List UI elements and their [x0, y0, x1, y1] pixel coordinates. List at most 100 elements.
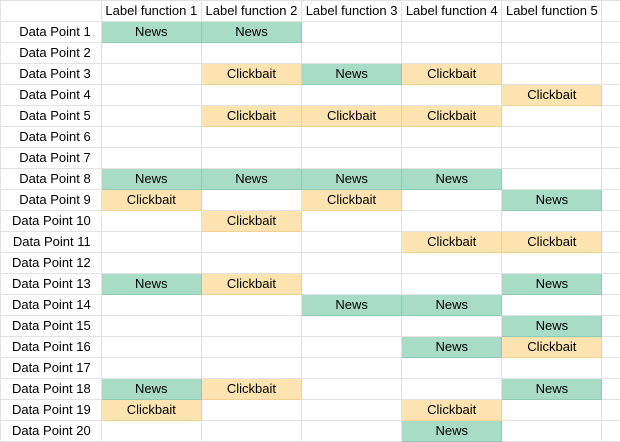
label-cell-news[interactable]: News — [101, 379, 201, 400]
empty-cell[interactable] — [602, 190, 620, 211]
label-cell-news[interactable]: News — [201, 22, 301, 43]
empty-cell[interactable] — [101, 43, 201, 64]
empty-cell[interactable] — [402, 22, 502, 43]
empty-cell[interactable] — [302, 421, 402, 442]
row-label-cell[interactable]: Data Point 8 — [1, 169, 102, 190]
empty-cell[interactable] — [101, 421, 201, 442]
label-cell-news[interactable]: News — [402, 169, 502, 190]
label-cell-news[interactable]: News — [101, 274, 201, 295]
empty-cell[interactable] — [602, 148, 620, 169]
row-label-cell[interactable]: Data Point 17 — [1, 358, 102, 379]
empty-cell[interactable] — [201, 400, 301, 421]
empty-cell[interactable] — [402, 148, 502, 169]
empty-cell[interactable] — [302, 379, 402, 400]
empty-cell[interactable] — [101, 64, 201, 85]
empty-cell[interactable] — [302, 85, 402, 106]
empty-cell[interactable] — [502, 211, 602, 232]
empty-cell[interactable] — [602, 379, 620, 400]
empty-cell[interactable] — [602, 232, 620, 253]
row-label-cell[interactable]: Data Point 4 — [1, 85, 102, 106]
empty-cell[interactable] — [502, 253, 602, 274]
empty-cell[interactable] — [201, 337, 301, 358]
row-label-cell[interactable]: Data Point 2 — [1, 43, 102, 64]
empty-cell[interactable] — [101, 358, 201, 379]
header-cell-label-function-3[interactable]: Label function 3 — [302, 1, 402, 22]
empty-cell[interactable] — [602, 253, 620, 274]
row-label-cell[interactable]: Data Point 11 — [1, 232, 102, 253]
label-cell-news[interactable]: News — [101, 22, 201, 43]
label-cell-news[interactable]: News — [502, 190, 602, 211]
empty-cell[interactable] — [402, 211, 502, 232]
empty-cell[interactable] — [201, 232, 301, 253]
empty-cell[interactable] — [602, 211, 620, 232]
empty-cell[interactable] — [602, 43, 620, 64]
row-label-cell[interactable]: Data Point 5 — [1, 106, 102, 127]
row-label-cell[interactable]: Data Point 14 — [1, 295, 102, 316]
empty-cell[interactable] — [402, 316, 502, 337]
empty-cell[interactable] — [402, 85, 502, 106]
empty-cell[interactable] — [302, 316, 402, 337]
empty-cell[interactable] — [502, 169, 602, 190]
empty-cell[interactable] — [201, 43, 301, 64]
empty-cell[interactable] — [502, 295, 602, 316]
label-cell-news[interactable]: News — [502, 316, 602, 337]
empty-cell[interactable] — [201, 127, 301, 148]
row-label-cell[interactable]: Data Point 16 — [1, 337, 102, 358]
empty-cell[interactable] — [302, 253, 402, 274]
empty-cell[interactable] — [201, 316, 301, 337]
row-label-cell[interactable]: Data Point 15 — [1, 316, 102, 337]
label-cell-clickbait[interactable]: Clickbait — [201, 379, 301, 400]
empty-cell[interactable] — [602, 316, 620, 337]
empty-cell[interactable] — [302, 400, 402, 421]
empty-cell[interactable] — [101, 253, 201, 274]
empty-cell[interactable] — [602, 106, 620, 127]
label-cell-news[interactable]: News — [502, 274, 602, 295]
row-label-cell[interactable]: Data Point 13 — [1, 274, 102, 295]
empty-cell[interactable] — [502, 22, 602, 43]
label-cell-news[interactable]: News — [402, 337, 502, 358]
empty-cell[interactable] — [602, 22, 620, 43]
label-cell-clickbait[interactable]: Clickbait — [101, 190, 201, 211]
empty-cell[interactable] — [101, 106, 201, 127]
empty-cell[interactable] — [402, 274, 502, 295]
header-cell-label-function-4[interactable]: Label function 4 — [402, 1, 502, 22]
label-cell-clickbait[interactable]: Clickbait — [101, 400, 201, 421]
empty-cell[interactable] — [602, 85, 620, 106]
label-cell-news[interactable]: News — [402, 295, 502, 316]
row-label-cell[interactable]: Data Point 19 — [1, 400, 102, 421]
empty-cell[interactable] — [602, 337, 620, 358]
empty-cell[interactable] — [602, 295, 620, 316]
empty-cell[interactable] — [302, 358, 402, 379]
row-label-cell[interactable]: Data Point 7 — [1, 148, 102, 169]
label-cell-news[interactable]: News — [302, 169, 402, 190]
empty-cell[interactable] — [602, 358, 620, 379]
empty-cell[interactable] — [101, 337, 201, 358]
empty-cell[interactable] — [201, 295, 301, 316]
row-label-cell[interactable]: Data Point 10 — [1, 211, 102, 232]
empty-cell[interactable] — [502, 358, 602, 379]
empty-cell[interactable] — [201, 148, 301, 169]
empty-cell[interactable] — [402, 379, 502, 400]
row-label-cell[interactable]: Data Point 20 — [1, 421, 102, 442]
header-cell-label-function-2[interactable]: Label function 2 — [201, 1, 301, 22]
empty-cell[interactable] — [101, 211, 201, 232]
empty-cell[interactable] — [101, 148, 201, 169]
empty-cell[interactable] — [101, 127, 201, 148]
empty-cell[interactable] — [402, 190, 502, 211]
empty-cell[interactable] — [302, 274, 402, 295]
empty-cell[interactable] — [101, 232, 201, 253]
empty-cell[interactable] — [402, 358, 502, 379]
row-label-cell[interactable]: Data Point 6 — [1, 127, 102, 148]
row-label-cell[interactable]: Data Point 3 — [1, 64, 102, 85]
empty-cell[interactable] — [502, 148, 602, 169]
header-cell-label-function-5[interactable]: Label function 5 — [502, 1, 602, 22]
label-cell-clickbait[interactable]: Clickbait — [402, 232, 502, 253]
empty-cell[interactable] — [602, 421, 620, 442]
empty-cell[interactable] — [602, 1, 620, 22]
label-cell-clickbait[interactable]: Clickbait — [502, 85, 602, 106]
empty-cell[interactable] — [101, 85, 201, 106]
empty-cell[interactable] — [402, 43, 502, 64]
label-cell-news[interactable]: News — [502, 379, 602, 400]
empty-cell[interactable] — [201, 358, 301, 379]
empty-cell[interactable] — [302, 148, 402, 169]
